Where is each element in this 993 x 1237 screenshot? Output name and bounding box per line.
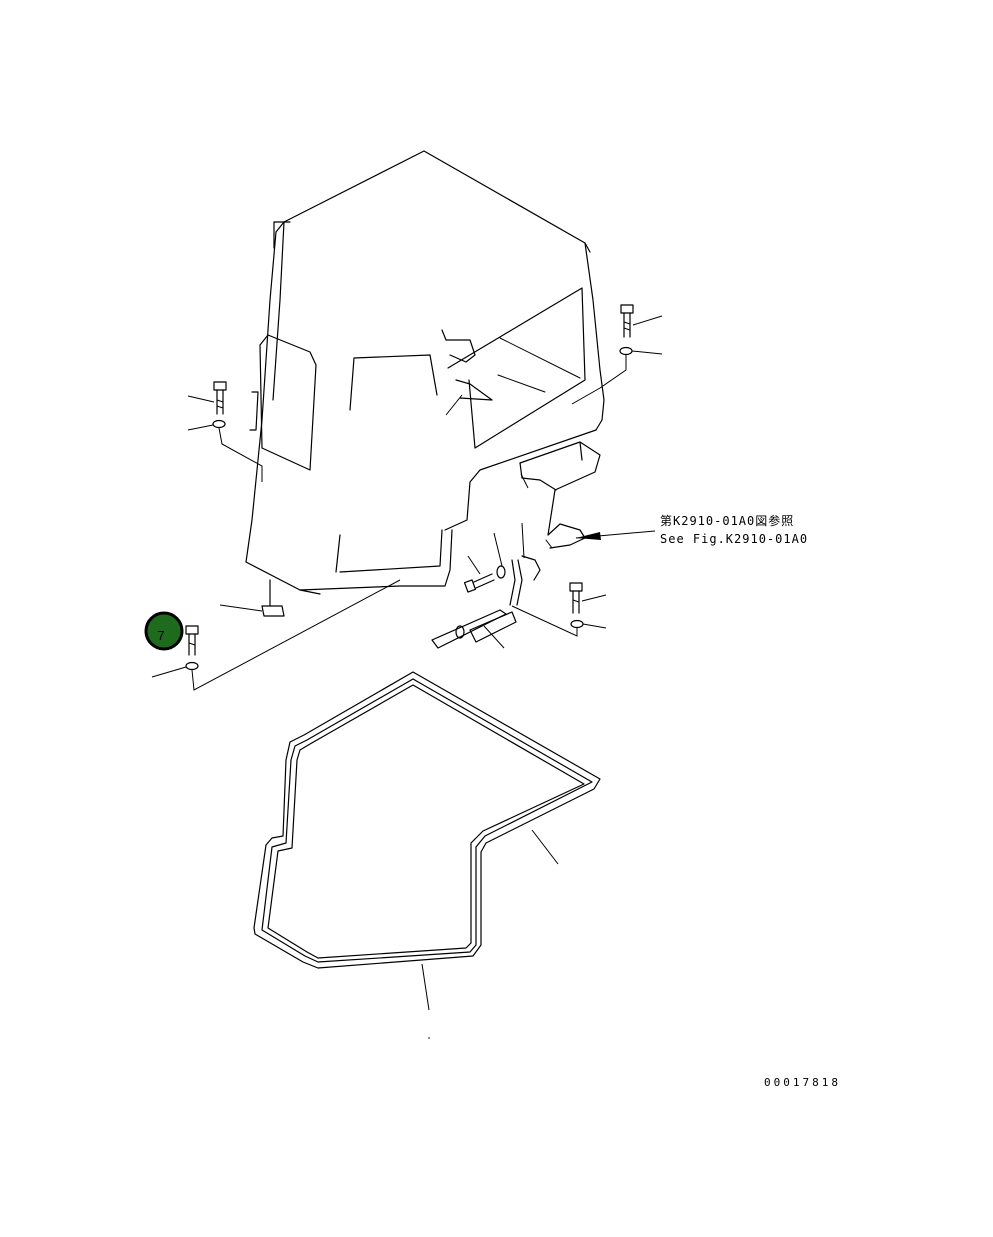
- seal-gasket: [253, 671, 601, 1039]
- drawing-number: 00017818: [764, 1076, 841, 1089]
- latch-rod: [431, 555, 541, 649]
- bolt-right-lower: [569, 582, 584, 629]
- bolt-center: [463, 565, 506, 593]
- callout-number[interactable]: 7: [157, 628, 164, 643]
- bolt-left-lower: [185, 625, 199, 671]
- cab-assembly: [245, 150, 605, 617]
- reference-english: See Fig.K2910-01A0: [660, 532, 808, 546]
- bolt-left-top: [212, 381, 227, 429]
- reference-japanese: 第K2910-01A0図参照: [660, 513, 794, 528]
- bolt-right-top: [619, 304, 634, 356]
- leader-lines: [151, 315, 663, 691]
- callout-badge[interactable]: 7: [144, 611, 184, 651]
- callout-badge-circle[interactable]: [144, 611, 184, 651]
